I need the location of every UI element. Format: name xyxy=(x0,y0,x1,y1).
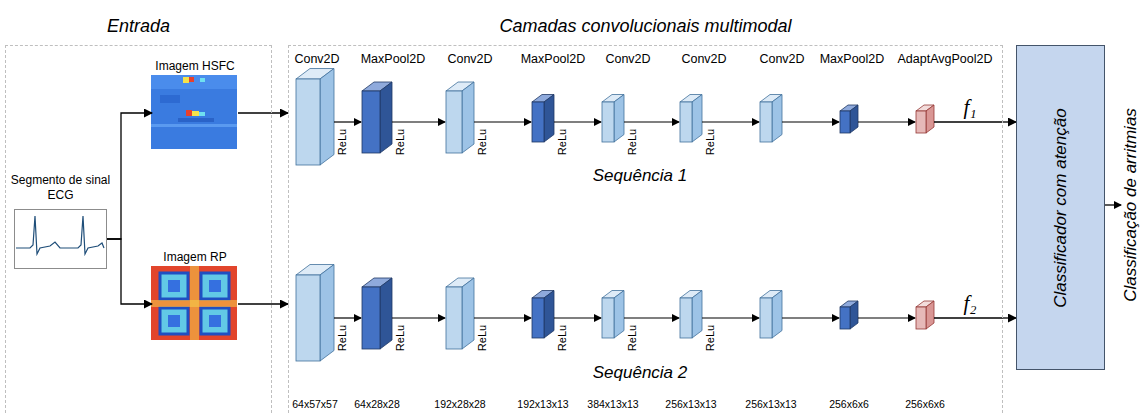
layer-arrow xyxy=(554,121,601,122)
dimension-label: 256x6x6 xyxy=(829,398,869,410)
activation-label: ReLu xyxy=(704,325,716,351)
layer-block xyxy=(680,291,702,339)
layer-name: MaxPool2D xyxy=(361,52,426,66)
activation-label: ReLu xyxy=(394,129,406,155)
layer-name: Conv2D xyxy=(605,52,650,66)
input-panel: EntradaSegmento de sinal ECGImagem HSFCI… xyxy=(5,45,272,413)
layer-block xyxy=(446,82,474,153)
activation-label: ReLu xyxy=(336,325,348,351)
layer-arrow xyxy=(782,317,839,318)
box-caption: Segmento de sinal ECG xyxy=(9,173,113,204)
layer-arrow xyxy=(392,317,445,318)
feature-line xyxy=(934,317,1003,318)
layer-arrow xyxy=(474,317,531,318)
dimension-label: 256x6x6 xyxy=(905,398,945,410)
layer-name: Conv2D xyxy=(294,52,339,66)
layer-block xyxy=(532,291,554,339)
layer-block xyxy=(532,95,554,143)
activation-label: ReLu xyxy=(336,129,348,155)
activation-label: ReLu xyxy=(476,325,488,351)
layer-block xyxy=(840,105,858,133)
sequence-label: Sequência 2 xyxy=(593,363,688,383)
ecg-trace xyxy=(16,216,104,254)
layer-block xyxy=(916,105,934,133)
connector xyxy=(238,112,288,113)
layer-arrow xyxy=(334,121,361,122)
output-arrow xyxy=(1105,204,1121,205)
layer-block xyxy=(760,291,782,339)
connector xyxy=(238,303,288,304)
dimension-label: 192x28x28 xyxy=(434,398,485,410)
panel-title: Camadas convolucionais multimodal xyxy=(499,16,791,37)
layer-name: Conv2D xyxy=(681,52,726,66)
layer-arrow xyxy=(334,317,361,318)
dimension-label: 192x13x13 xyxy=(517,398,568,410)
layer-block xyxy=(296,69,334,166)
panel-title: Entrada xyxy=(107,16,170,37)
rp-image xyxy=(151,266,237,340)
connector xyxy=(1003,317,1016,318)
feature-label: f₁ xyxy=(963,95,976,120)
activation-label: ReLu xyxy=(556,129,568,155)
layer-block xyxy=(296,265,334,362)
classifier-title: Classificador com atenção xyxy=(1051,108,1071,307)
layer-arrow xyxy=(702,317,759,318)
layer-block xyxy=(916,301,934,329)
feature-line xyxy=(934,121,1003,122)
connector xyxy=(1003,121,1016,122)
dimension-label: 64x28x28 xyxy=(354,398,400,410)
layer-arrow xyxy=(782,121,839,122)
hsfc-image xyxy=(151,75,237,149)
ecg-segment-box: Segmento de sinal ECG xyxy=(14,209,107,269)
layer-arrow xyxy=(624,317,679,318)
classifier-box: Classificador com atenção xyxy=(1016,45,1105,370)
dimension-label: 384x13x13 xyxy=(587,398,638,410)
layer-name: Conv2D xyxy=(447,52,492,66)
layer-block xyxy=(362,82,392,153)
layer-name: Conv2D xyxy=(759,52,804,66)
activation-label: ReLu xyxy=(704,129,716,155)
layer-block xyxy=(840,301,858,329)
connector xyxy=(107,113,152,239)
layer-arrow xyxy=(858,317,915,318)
layer-name: AdaptAvgPool2D xyxy=(898,52,993,66)
activation-label: ReLu xyxy=(476,129,488,155)
layer-arrow xyxy=(624,121,679,122)
hsfc-image-box: Imagem HSFC xyxy=(152,76,238,150)
activation-label: ReLu xyxy=(394,325,406,351)
layer-block xyxy=(446,278,474,349)
activation-label: ReLu xyxy=(556,325,568,351)
layer-name: MaxPool2D xyxy=(820,52,885,66)
activation-label: ReLu xyxy=(626,325,638,351)
feature-label: f₂ xyxy=(963,291,976,316)
connector xyxy=(107,239,152,304)
sequence-label: Sequência 1 xyxy=(593,166,688,186)
layer-block xyxy=(602,291,624,339)
layer-block xyxy=(760,95,782,143)
layer-arrow xyxy=(554,317,601,318)
image-caption: Imagem HSFC xyxy=(155,59,234,73)
layer-arrow xyxy=(474,121,531,122)
layer-block xyxy=(680,95,702,143)
multimodal-panel: Camadas convolucionais multimodal xyxy=(288,45,1003,413)
layer-block xyxy=(602,95,624,143)
layer-arrow xyxy=(702,121,759,122)
image-caption: Imagem RP xyxy=(163,250,226,264)
rp-image-box: Imagem RP xyxy=(152,267,238,341)
dimension-label: 256x13x13 xyxy=(745,398,796,410)
layer-block xyxy=(362,278,392,349)
layer-arrow xyxy=(392,121,445,122)
activation-label: ReLu xyxy=(626,129,638,155)
layer-name: MaxPool2D xyxy=(521,52,586,66)
layer-arrow xyxy=(858,121,915,122)
output-label: Classificação de arritmias xyxy=(1121,108,1141,302)
dimension-label: 64x57x57 xyxy=(292,398,338,410)
dimension-label: 256x13x13 xyxy=(665,398,716,410)
